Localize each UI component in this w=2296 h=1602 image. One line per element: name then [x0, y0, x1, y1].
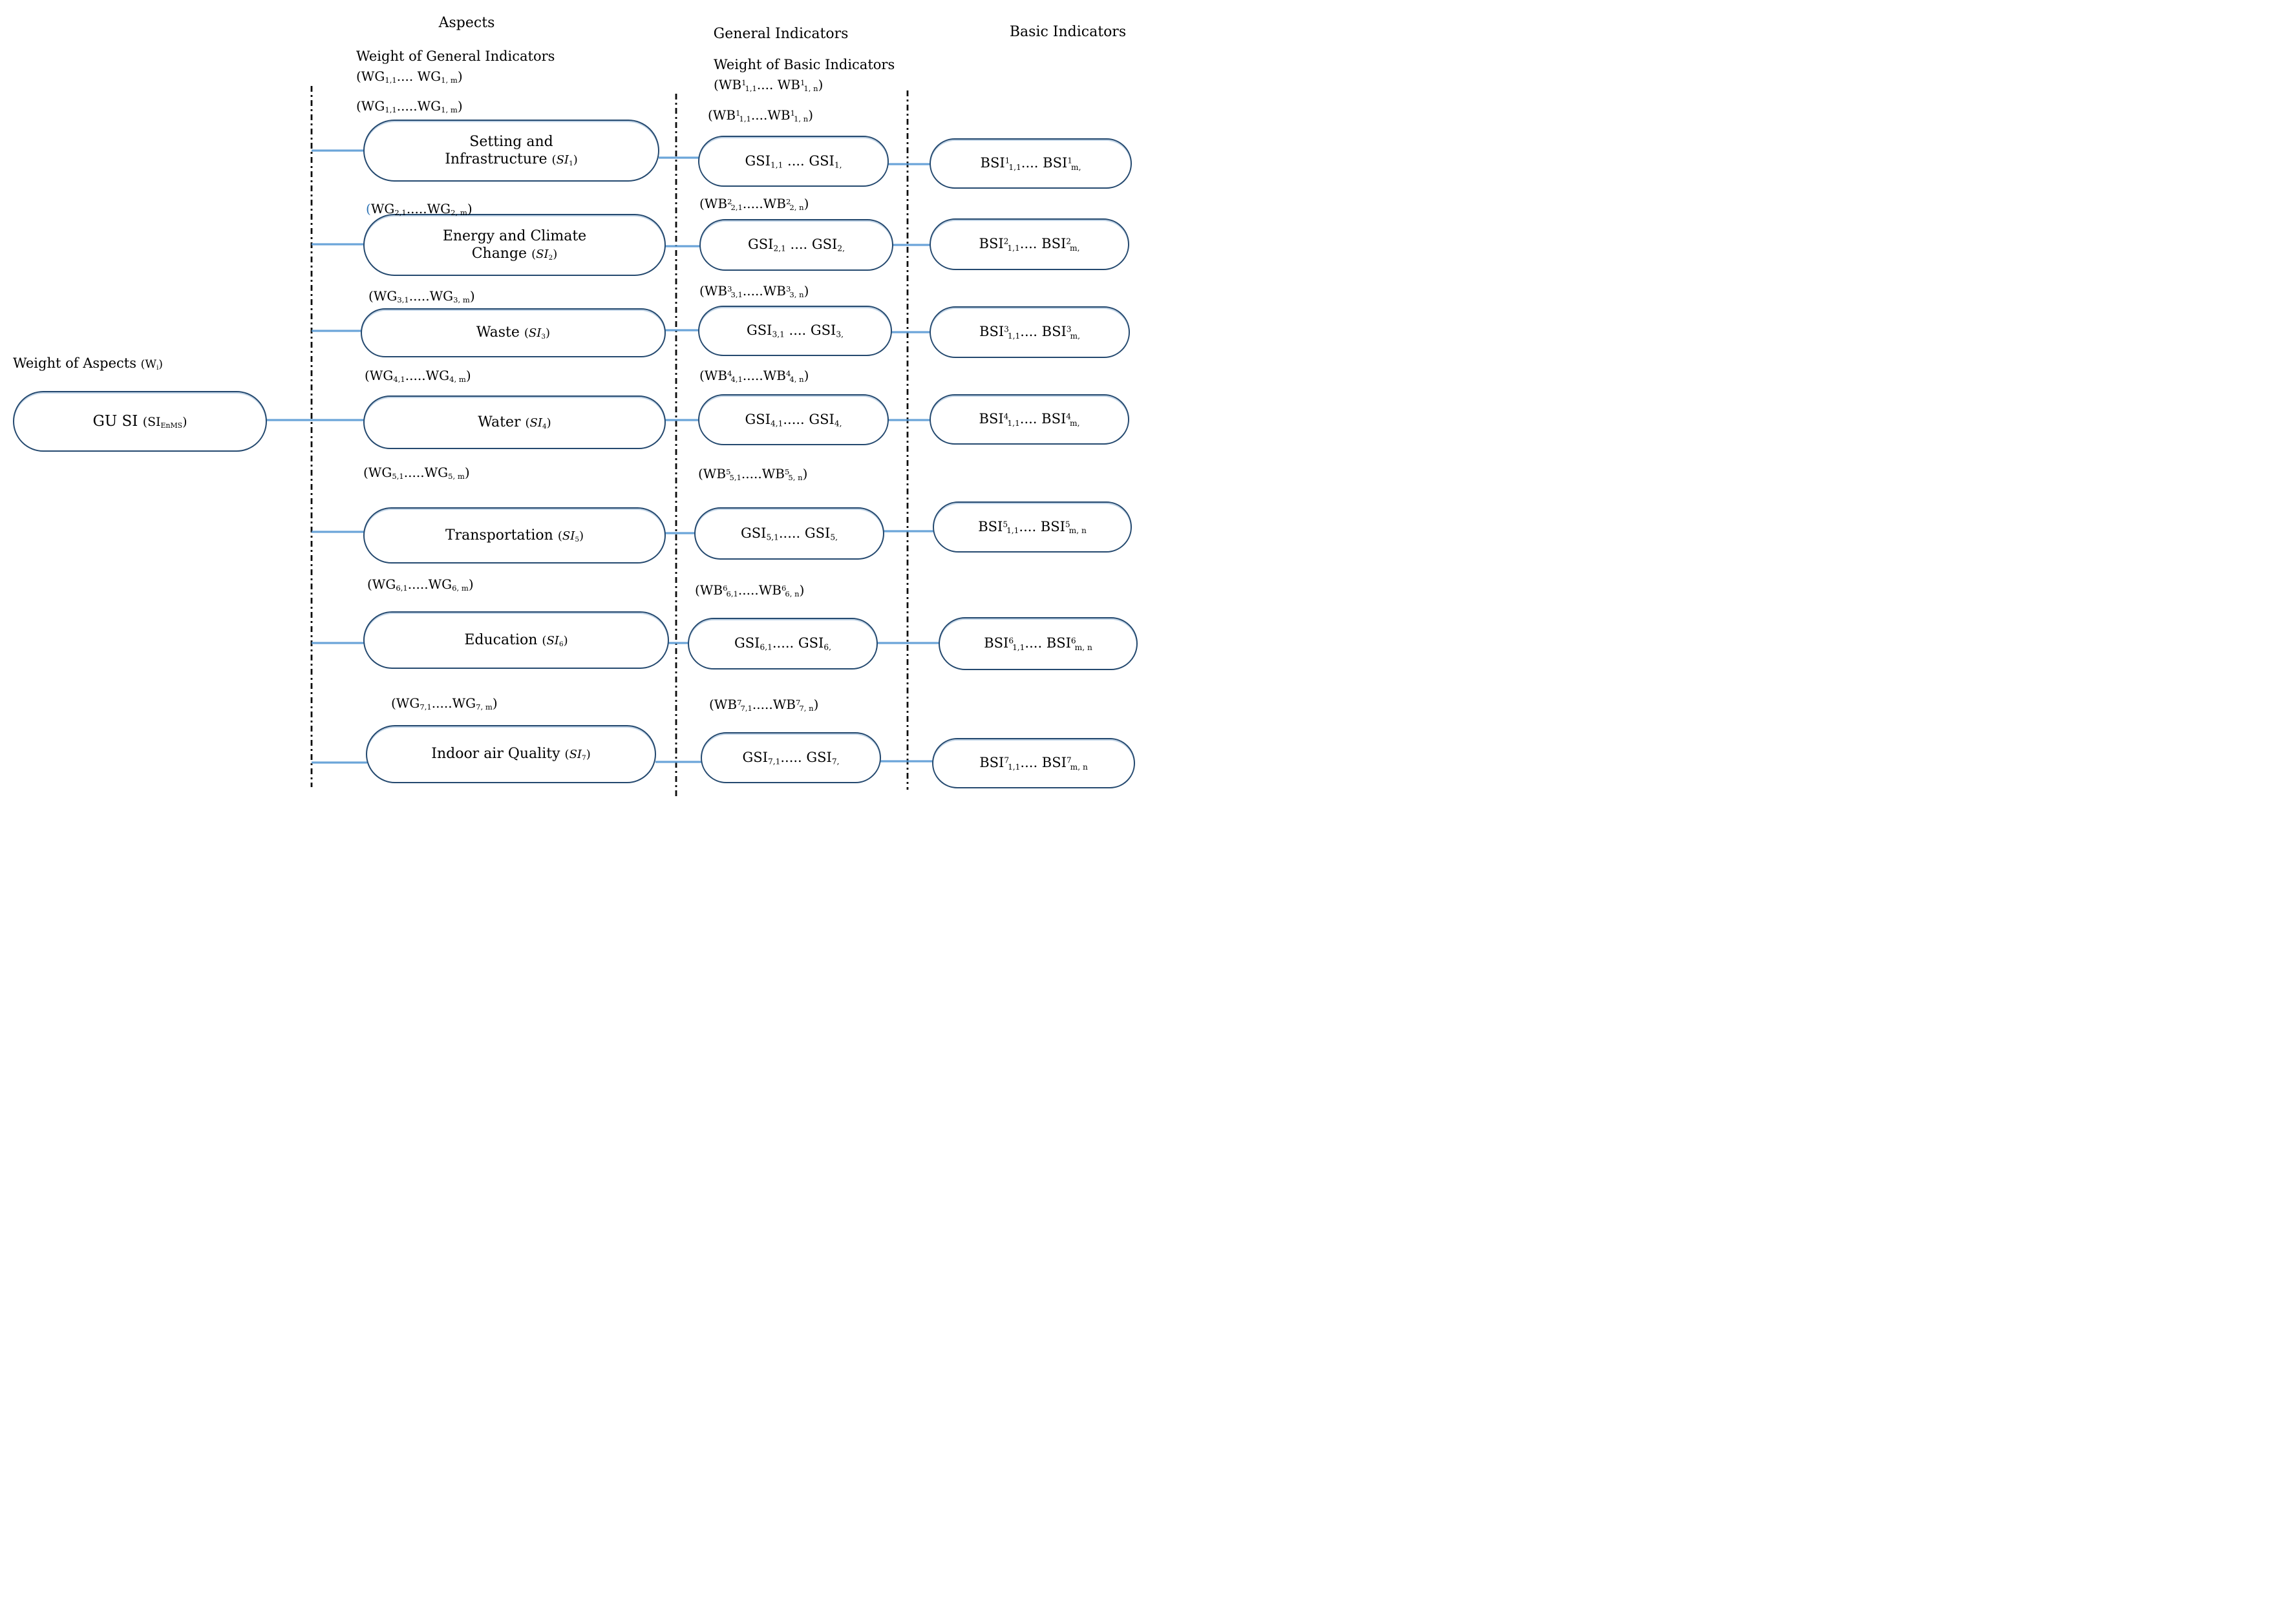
bsi-oval-7: BSI71,1.... BSI7m, n — [932, 738, 1135, 788]
bsi-oval-3: BSI31,1.... BSI3m, — [930, 306, 1130, 358]
wb-label-6: (WB66,1.....WB66, n) — [695, 582, 805, 599]
aspect-label-4: Water (SI4) — [478, 414, 551, 430]
wg-label-1: (WG1,1.....WG1, m) — [356, 98, 463, 115]
gsi-oval-5: GSI5,1..... GSI5, — [694, 507, 884, 560]
bsi-oval-5: BSI51,1.... BSI5m, n — [933, 501, 1132, 553]
bsi-label-4: BSI41,1.... BSI4m, — [979, 411, 1080, 428]
aspect-label-5: Transportation (SI5) — [445, 527, 584, 543]
wg-label-6: (WG6,1.....WG6, m) — [367, 576, 474, 593]
bsi-label-7: BSI71,1.... BSI7m, n — [979, 755, 1088, 772]
bsi-oval-2: BSI21,1.... BSI2m, — [930, 218, 1129, 270]
bsi-label-5: BSI51,1.... BSI5m, n — [978, 518, 1087, 536]
aspect-oval-water: Water (SI4) — [363, 395, 666, 449]
bsi-label-1: BSI11,1.... BSI1m, — [980, 155, 1081, 172]
gsi-oval-4: GSI4,1..... GSI4, — [698, 394, 889, 445]
bsi-oval-6: BSI61,1.... BSI6m, n — [939, 617, 1138, 670]
root-oval-gu-si: GU SI (SIEnMS) — [13, 391, 267, 452]
wb-label-4: (WB44,1.....WB44, n) — [699, 368, 809, 385]
gsi-oval-3: GSI3,1 .... GSI3, — [698, 306, 892, 356]
root-label: GU SI (SIEnMS) — [92, 412, 187, 430]
bsi-label-3: BSI31,1.... BSI3m, — [979, 324, 1080, 341]
wb-label-7: (WB77,1.....WB77, n) — [709, 697, 819, 713]
column-header-aspects: Aspects — [438, 15, 495, 31]
aspect-oval-waste: Waste (SI3) — [361, 308, 666, 357]
bsi-oval-4: BSI41,1.... BSI4m, — [930, 394, 1129, 445]
heading-weight-of-general-indicators-range: (WG1,1.... WG1, m) — [356, 69, 463, 85]
gsi-label-4: GSI4,1..... GSI4, — [745, 411, 842, 428]
aspect-label-7: Indoor air Quality (SI7) — [431, 746, 591, 763]
heading-weight-of-general-indicators: Weight of General Indicators — [356, 48, 555, 64]
gsi-oval-7: GSI7,1..... GSI7, — [701, 732, 881, 783]
diagram-canvas: Aspects General Indicators Basic Indicat… — [0, 0, 1148, 801]
wg-label-2: (WG2,1.....WG2, m) — [366, 201, 473, 218]
gsi-label-2: GSI2,1 .... GSI2, — [748, 237, 845, 253]
wg-label-7: (WG7,1.....WG7, m) — [391, 695, 498, 712]
gsi-label-5: GSI5,1..... GSI5, — [741, 525, 838, 542]
bsi-oval-1: BSI11,1.... BSI1m, — [930, 138, 1132, 189]
aspect-label-6: Education (SI6) — [464, 631, 568, 648]
wg-label-5: (WG5,1.....WG5, m) — [363, 465, 470, 481]
aspect-label-3: Waste (SI3) — [476, 324, 551, 341]
heading-weight-of-basic-indicators-range: (WB11,1.... WB11, n) — [714, 77, 824, 94]
gsi-label-6: GSI6,1..... GSI6, — [734, 635, 831, 652]
gsi-label-1: GSI1,1 .... GSI1, — [745, 153, 842, 170]
connector-layer — [266, 86, 940, 797]
wb-label-5: (WB55,1.....WB55, n) — [698, 466, 808, 483]
gsi-label-3: GSI3,1 .... GSI3, — [747, 322, 844, 339]
column-header-general-indicators: General Indicators — [713, 26, 849, 42]
wb-label-1: (WB11,1....WB11, n) — [708, 107, 814, 124]
gsi-oval-1: GSI1,1 .... GSI1, — [698, 136, 889, 187]
aspect-oval-transportation: Transportation (SI5) — [363, 507, 666, 564]
gsi-label-7: GSI7,1..... GSI7, — [742, 749, 840, 766]
aspect-oval-indoor-air-quality: Indoor air Quality (SI7) — [366, 725, 656, 783]
wb-label-3: (WB33,1.....WB33, n) — [699, 283, 809, 300]
heading-weight-of-basic-indicators: Weight of Basic Indicators — [714, 57, 895, 72]
wb-label-2: (WB22,1.....WB22, n) — [699, 196, 809, 213]
heading-weight-of-aspects: Weight of Aspects (Wi) — [13, 355, 163, 372]
aspect-oval-education: Education (SI6) — [363, 611, 669, 669]
bsi-label-6: BSI61,1.... BSI6m, n — [984, 635, 1092, 652]
column-header-basic-indicators: Basic Indicators — [1009, 24, 1127, 40]
bsi-label-2: BSI21,1.... BSI2m, — [979, 236, 1080, 253]
wg-label-3: (WG3,1.....WG3, m) — [368, 288, 475, 305]
gsi-oval-6: GSI6,1..... GSI6, — [688, 618, 878, 669]
wg-label-4: (WG4,1.....WG4, m) — [365, 368, 471, 385]
gsi-oval-2: GSI2,1 .... GSI2, — [699, 219, 893, 271]
